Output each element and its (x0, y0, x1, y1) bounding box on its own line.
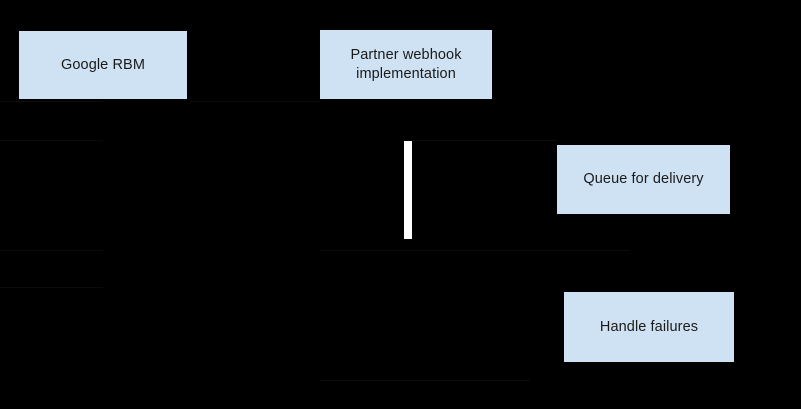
connector-top-right (190, 101, 321, 102)
connector-low-right (320, 250, 630, 251)
connector-bottom-right (320, 380, 530, 381)
connector-low-left (0, 250, 103, 251)
connector-mid-right (413, 140, 557, 141)
node-google-rbm[interactable]: Google RBM (19, 31, 187, 99)
node-queue-for-delivery[interactable]: Queue for delivery (557, 145, 730, 214)
vertical-separator-bar (404, 141, 412, 239)
node-partner-webhook-implementation[interactable]: Partner webhook implementation (320, 30, 492, 99)
node-handle-failures[interactable]: Handle failures (564, 292, 734, 362)
connector-top-left (0, 101, 103, 102)
connector-mid-left (0, 140, 103, 141)
connector-bottom (0, 287, 103, 288)
